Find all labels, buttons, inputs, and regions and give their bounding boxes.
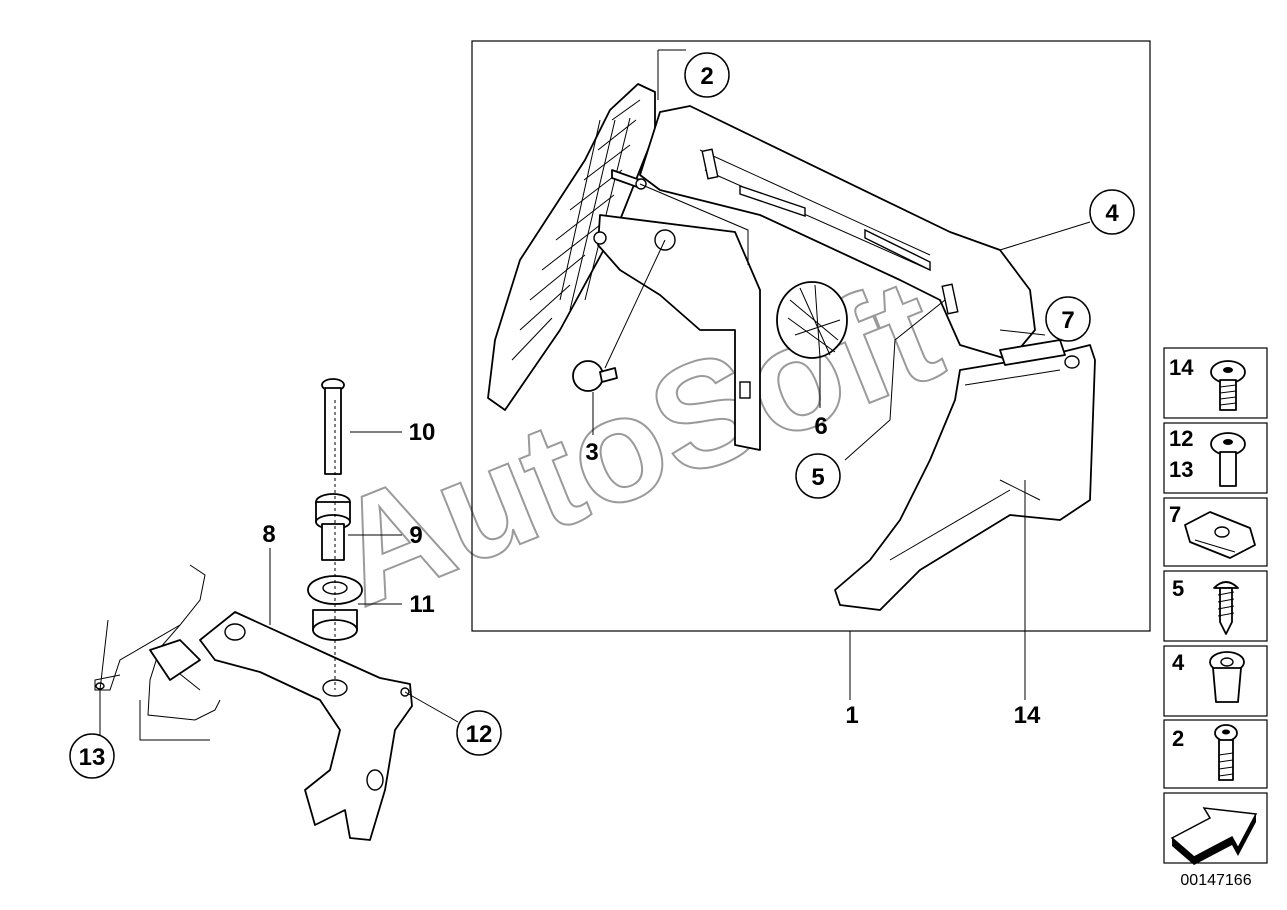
leader-lines-main (592, 49, 1091, 700)
svg-text:4: 4 (1105, 200, 1119, 227)
legend-label-4: 4 (1172, 650, 1185, 675)
callout-13: 13 (69, 733, 115, 779)
svg-text:12: 12 (466, 721, 493, 748)
fastener-legend: 14 12 13 7 5 (1163, 347, 1268, 865)
label-3: 3 (585, 439, 598, 466)
legend-label-2: 2 (1172, 726, 1184, 751)
label-11: 11 (409, 591, 434, 618)
label-6: 6 (814, 413, 827, 440)
hex-bolt-icon (1214, 724, 1238, 781)
pedal-bracket-drawing (487, 83, 1096, 611)
direction-arrow-icon (1170, 807, 1258, 865)
label-1: 1 (845, 702, 858, 729)
label-14: 14 (1014, 702, 1041, 729)
label-10: 10 (409, 419, 436, 446)
expanding-nut-icon (1209, 651, 1245, 703)
svg-text:7: 7 (1061, 307, 1074, 334)
self-tapping-screw-icon (1213, 581, 1239, 635)
svg-text:13: 13 (79, 744, 106, 771)
button-head-bolt-icon (1210, 360, 1246, 411)
legend-label-12: 12 (1169, 426, 1193, 451)
callout-7: 7 (1045, 296, 1091, 342)
leader-lines-left (99, 400, 459, 738)
label-9: 9 (409, 522, 422, 549)
callout-4: 4 (1089, 189, 1135, 235)
svg-text:5: 5 (811, 464, 824, 491)
callout-12: 12 (456, 710, 502, 756)
legend-label-7: 7 (1169, 502, 1181, 527)
button-head-screw-icon (1210, 432, 1246, 487)
svg-text:2: 2 (700, 63, 713, 90)
legend-label-5: 5 (1172, 576, 1184, 601)
diagram-code: 00147166 (1180, 872, 1251, 889)
callout-5: 5 (795, 453, 841, 499)
legend-label-13: 13 (1169, 457, 1193, 482)
speed-nut-clip-icon (1184, 511, 1256, 559)
assembly-frame (471, 40, 1151, 632)
mounting-parts-drawing (94, 378, 413, 841)
label-8: 8 (262, 521, 275, 548)
callout-2: 2 (684, 52, 730, 98)
legend-label-14: 14 (1169, 355, 1194, 380)
